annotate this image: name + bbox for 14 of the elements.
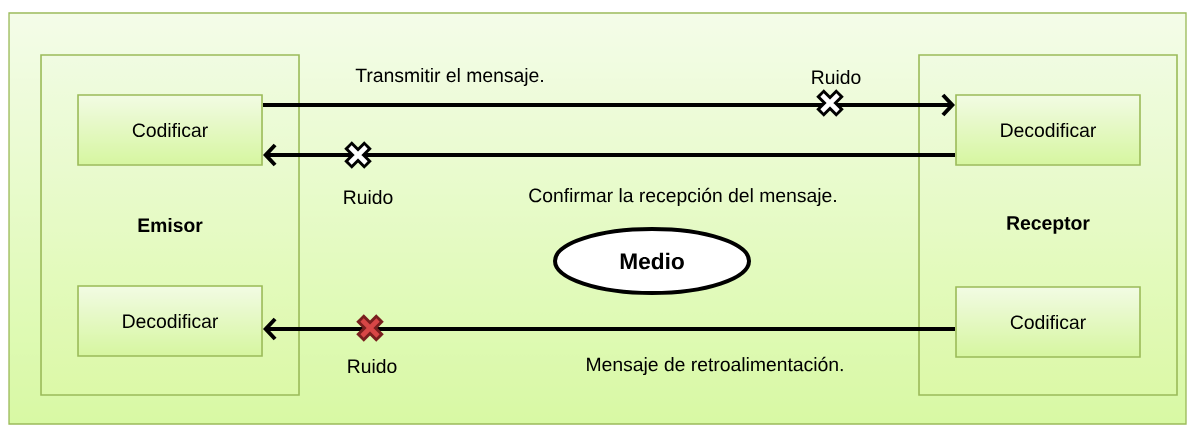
ellipse-node: Medio	[553, 227, 751, 295]
noise-label: Ruido	[812, 69, 861, 85]
arrow	[263, 317, 955, 341]
process-box: Decodificar	[77, 285, 263, 357]
arrow	[263, 93, 955, 117]
arrow	[263, 143, 955, 167]
process-box: Codificar	[955, 286, 1141, 358]
noise-label: Ruido	[348, 358, 397, 374]
edge-label: Mensaje de retroalimentación.	[587, 356, 843, 376]
noise-label: Ruido	[344, 189, 393, 205]
process-box: Decodificar	[955, 94, 1141, 166]
process-box: Codificar	[77, 94, 263, 166]
edge-label: Confirmar la recepción del mensaje.	[529, 187, 836, 207]
edge-label: Transmitir el mensaje.	[355, 68, 543, 86]
